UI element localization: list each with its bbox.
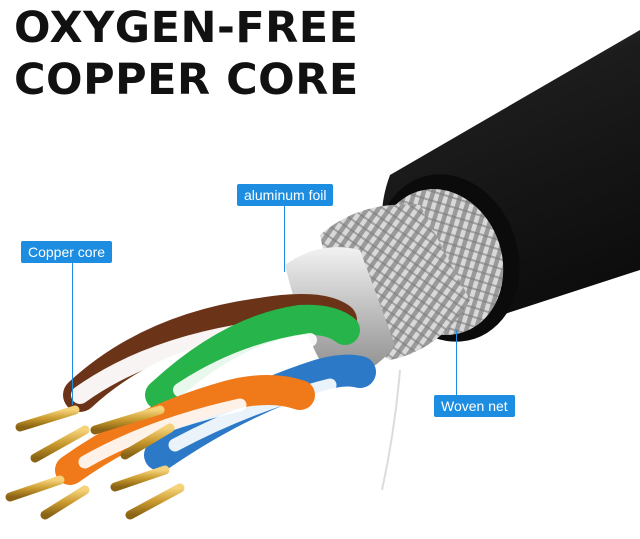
copper-core-label: Copper core [21, 241, 113, 263]
headline: OXYGEN-FREE COPPER CORE [14, 2, 359, 106]
headline-line-1: OXYGEN-FREE [14, 3, 359, 53]
twisted-pairs [55, 294, 376, 485]
rip-cord [381, 369, 401, 491]
headline-line-2: COPPER CORE [14, 55, 359, 105]
copper-conductors [5, 405, 185, 520]
green-pair [145, 304, 360, 410]
aluminum-foil-leader [284, 206, 285, 272]
copper-core-leader [72, 263, 73, 405]
aluminum-foil-label: aluminum foil [237, 184, 334, 206]
woven-net-label: Woven net [434, 395, 515, 417]
woven-net-leader [456, 330, 457, 395]
